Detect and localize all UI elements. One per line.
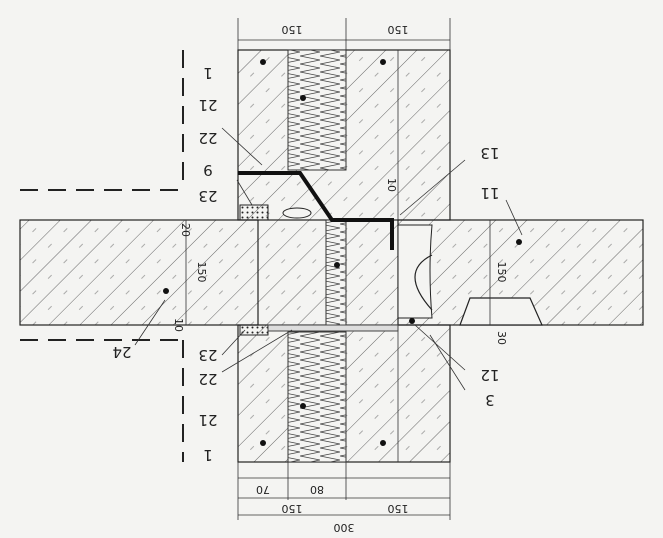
slab-groove xyxy=(397,224,433,319)
left-slab xyxy=(19,219,259,326)
dim-bottom-150-right: 150 xyxy=(388,502,409,515)
dim-top-left: 150 xyxy=(282,23,303,36)
lower-wall xyxy=(237,324,451,463)
sealant-top xyxy=(239,204,269,221)
label-22-bottom: 22 xyxy=(198,370,217,388)
dim-bottom-300: 300 xyxy=(334,521,355,534)
upper-wall xyxy=(237,49,451,221)
dim-slab-left: 150 xyxy=(195,262,208,283)
slab-recess xyxy=(459,297,543,326)
dim-bottom-80: 80 xyxy=(310,483,324,496)
dim-bottom-150-left: 150 xyxy=(282,502,303,515)
gasket-bottom xyxy=(267,324,399,332)
label-1-top: 1 xyxy=(203,64,213,82)
label-22-top: 22 xyxy=(198,129,217,147)
dashed-outline xyxy=(20,50,184,462)
dim-top-right: 150 xyxy=(388,23,409,36)
label-21-bottom: 21 xyxy=(198,411,217,429)
label-23-top: 23 xyxy=(198,187,217,205)
leader-lines xyxy=(134,127,523,391)
dimension-labels: 150 150 70 80 150 150 300 150 150 10 20 … xyxy=(172,23,508,534)
label-1-bottom: 1 xyxy=(203,446,213,464)
waterproofing-membrane xyxy=(238,171,394,250)
dim-gap-10-top: 10 xyxy=(385,178,398,192)
dim-bottom-70: 70 xyxy=(256,483,270,496)
reference-dots xyxy=(163,59,522,446)
label-21-top: 21 xyxy=(198,96,217,114)
label-11: 11 xyxy=(480,184,499,202)
dim-gap-30: 30 xyxy=(495,331,508,345)
label-12: 12 xyxy=(480,366,499,384)
dim-gap-20: 20 xyxy=(179,223,192,237)
label-24: 24 xyxy=(112,343,131,361)
label-23-bottom: 23 xyxy=(198,346,217,364)
label-9: 9 xyxy=(203,161,213,179)
dimension-lines xyxy=(185,18,491,520)
label-3: 3 xyxy=(485,391,495,409)
callout-labels: 1 21 22 9 23 13 11 24 23 22 21 1 12 3 xyxy=(112,64,499,464)
sealant-bottom xyxy=(239,324,269,336)
dim-slab-right: 150 xyxy=(495,262,508,283)
right-slab xyxy=(397,219,644,326)
junction-block xyxy=(257,219,399,326)
label-13: 13 xyxy=(480,144,499,162)
sealing-cord xyxy=(282,207,312,219)
dim-gap-10-left: 10 xyxy=(172,318,185,332)
